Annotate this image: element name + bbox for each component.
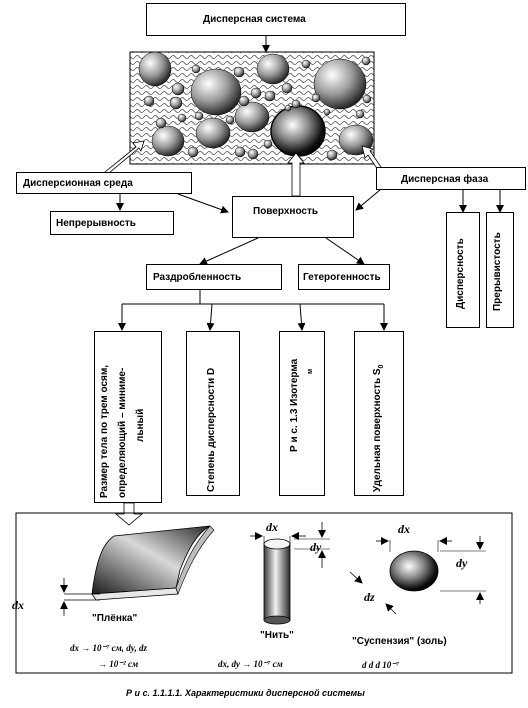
dispersity-degree-label: Степень дисперсности D — [206, 367, 217, 492]
figure-caption: Р и с. 1.1.1.1. Характеристики дисперсно… — [126, 688, 365, 698]
particle — [326, 149, 338, 161]
dispersion-medium-box: Дисперсионная среда — [16, 172, 192, 194]
surface-hollow-arrow — [287, 152, 305, 197]
continuity-label: Непрерывность — [56, 218, 136, 229]
characteristic-size-line2: определяющий – миниме- — [117, 367, 128, 498]
thread-dy-label: dy — [310, 540, 322, 554]
particle — [313, 58, 367, 110]
specific-surface-text: Удельная поверхность S — [372, 368, 383, 492]
particle — [263, 139, 273, 149]
specific-surface-label: Удельная поверхность S0 — [372, 365, 385, 492]
characteristic-size-line3: льный — [135, 408, 146, 442]
suspension-dx-label: dx — [398, 522, 410, 536]
film-condition-2: → 10⁻² см — [98, 659, 139, 669]
suspension-dy-label: dy — [456, 556, 468, 570]
suspension-illustration — [349, 536, 486, 615]
particle — [264, 90, 276, 102]
surface-box: Поверхность — [232, 196, 354, 238]
heterogeneity-box: Гетерогенность — [298, 264, 390, 290]
particle — [151, 125, 185, 157]
thread-name: "Нить" — [260, 630, 294, 641]
dispersity-label: Дисперсность — [455, 238, 466, 309]
continuity-box: Непрерывность — [50, 211, 174, 235]
particle — [155, 117, 167, 129]
discontinuity-box: Прерывистость — [486, 212, 514, 328]
particle — [250, 87, 262, 99]
isotherm-mark: м — [307, 368, 314, 374]
dispersity-box: Дисперсность — [446, 212, 480, 328]
dispersed-particles — [138, 51, 374, 161]
particle — [284, 104, 292, 112]
particle — [256, 53, 290, 85]
characteristic-size-box: Размер тела по трем осям, определяющий –… — [94, 331, 162, 503]
heterogeneity-label: Гетерогенность — [303, 272, 381, 283]
particle — [233, 66, 245, 78]
particle — [195, 117, 231, 149]
examples-frame — [15, 512, 513, 674]
particle — [362, 94, 372, 104]
particle — [177, 113, 187, 123]
film-condition-1: dx → 10⁻⁷ см, dy, dz — [70, 643, 147, 653]
surface-label: Поверхность — [253, 206, 319, 217]
particle — [311, 93, 321, 103]
particle — [190, 68, 242, 116]
dispersed-phase-box: Дисперсная фаза — [376, 167, 526, 190]
particle — [323, 108, 331, 116]
film-dx-label: dx — [12, 598, 24, 612]
particle — [247, 148, 259, 160]
thread-dx-label: dx — [266, 520, 278, 534]
dispersion-system-box: Дисперсная система — [146, 3, 406, 36]
specific-surface-subscript: 0 — [378, 364, 385, 369]
characteristic-size-line1: Размер тела по трем осям, — [99, 364, 110, 498]
film-illustration — [60, 525, 215, 616]
particle — [187, 146, 199, 158]
particle — [301, 59, 311, 69]
suspension-name: "Суспензия" (золь) — [352, 636, 447, 647]
suspension-cut-text-clip: d d d 10⁻⁷ — [362, 660, 472, 668]
dispersion-medium-label: Дисперсионная среда — [23, 178, 133, 189]
fragmentation-box: Раздробленность — [146, 264, 282, 290]
isotherm-label: Р и с. 1.3 Изотерма — [289, 358, 300, 452]
dispersion-system-label: Дисперсная система — [203, 14, 306, 25]
thread-condition: dx, dy → 10⁻⁷ см — [218, 659, 283, 669]
suspension-cut-text: d d d 10⁻⁷ — [362, 660, 400, 668]
specific-surface-box: Удельная поверхность S0 — [354, 331, 404, 496]
particle — [291, 99, 301, 109]
particle — [270, 105, 326, 157]
particle — [225, 115, 235, 125]
phase-hollow-arrow — [361, 145, 382, 171]
particle — [194, 111, 204, 121]
particle — [361, 56, 371, 66]
particle — [138, 51, 172, 87]
fragmentation-label: Раздробленность — [153, 272, 242, 283]
particle — [234, 146, 246, 158]
discontinuity-label: Прерывистость — [492, 232, 503, 311]
thread-illustration — [250, 522, 330, 625]
particle — [281, 82, 293, 94]
isotherm-box: Р и с. 1.3 Изотерма м — [279, 331, 325, 496]
dispersion-system-image — [129, 51, 375, 165]
dispersed-phase-label: Дисперсная фаза — [401, 174, 489, 185]
examples-hollow-arrow — [114, 502, 144, 526]
suspension-dz-label: dz — [364, 590, 375, 604]
particle — [143, 95, 155, 107]
particle — [238, 95, 250, 107]
film-name: "Плёнка" — [92, 613, 138, 624]
particle — [171, 82, 185, 96]
particle — [234, 101, 270, 133]
particle — [191, 64, 201, 74]
particle — [169, 96, 183, 110]
dispersity-degree-box: Степень дисперсности D — [186, 331, 240, 496]
particle — [355, 109, 365, 119]
